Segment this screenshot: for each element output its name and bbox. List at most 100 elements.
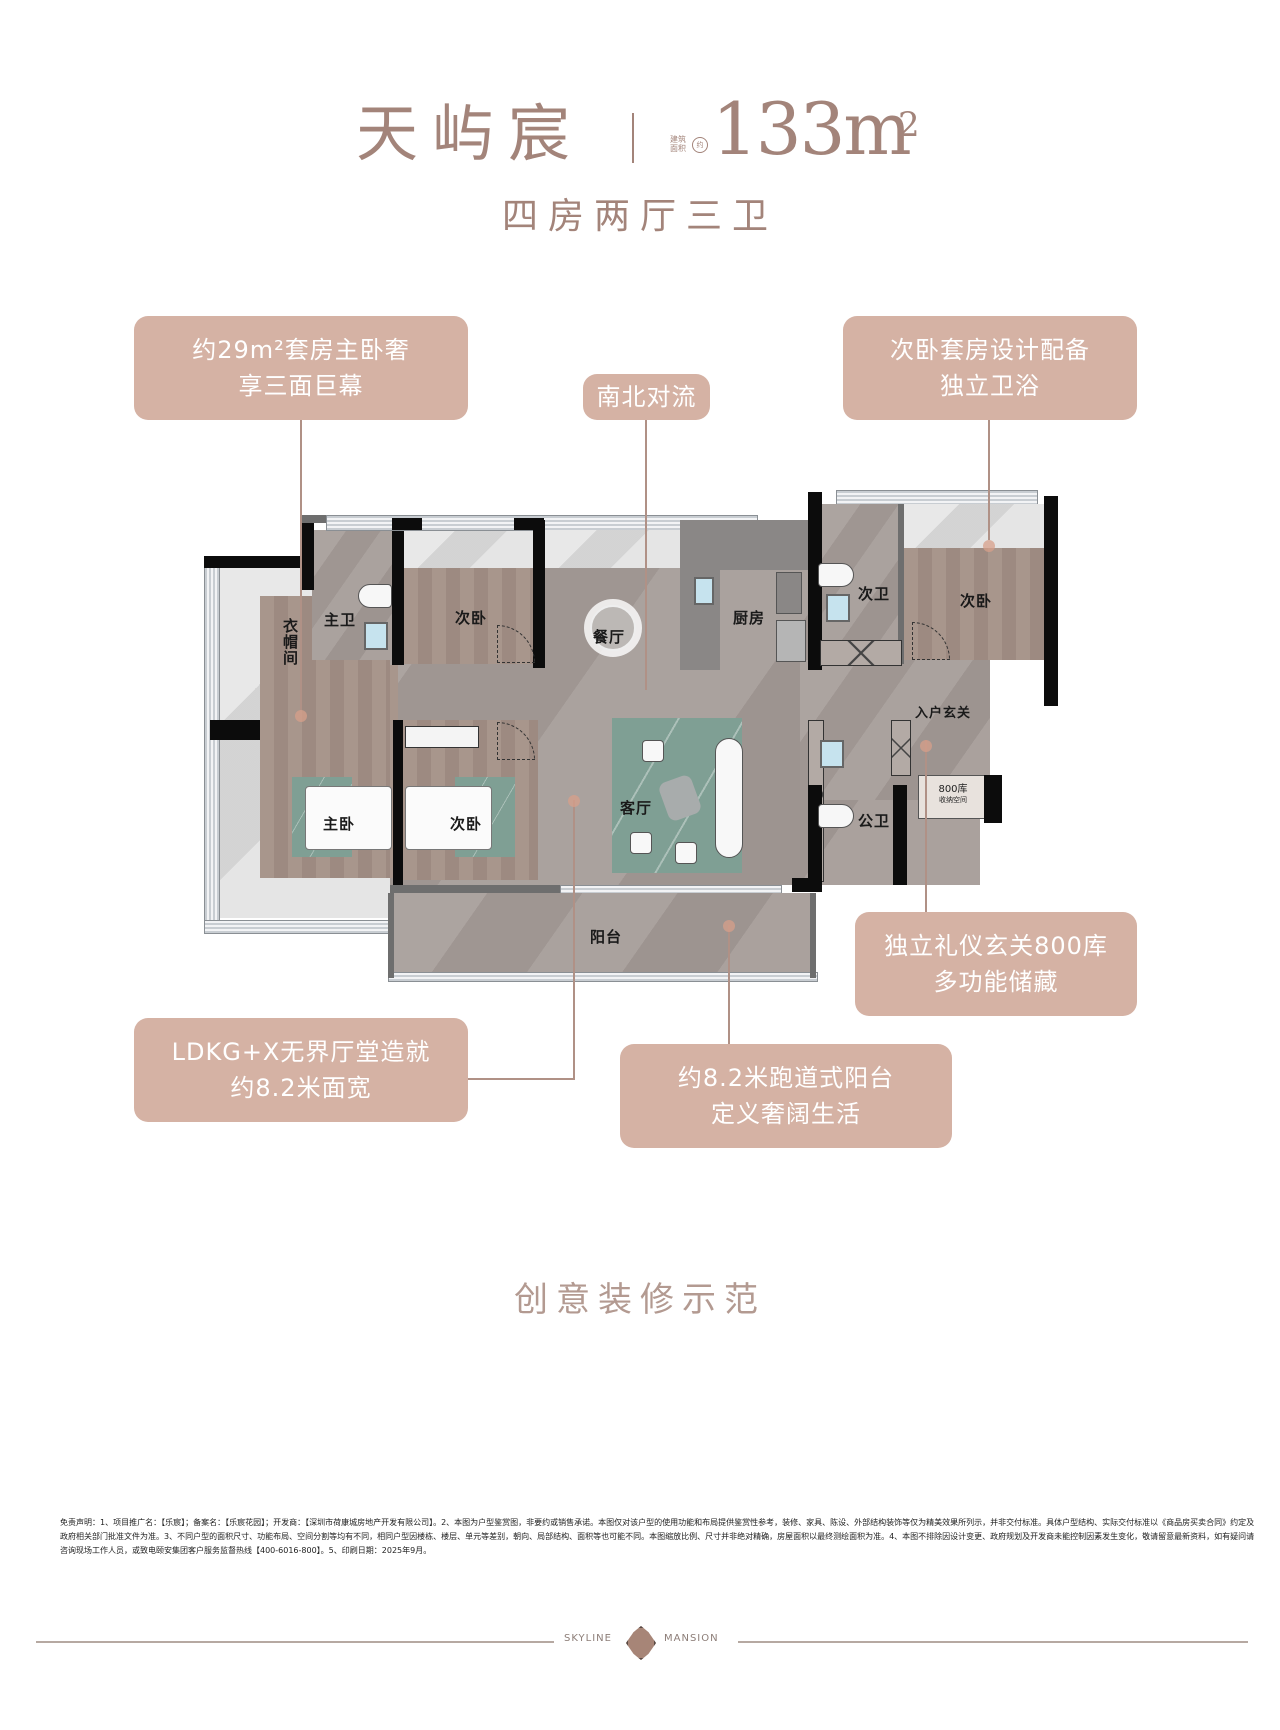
wardrobe-icon xyxy=(820,640,902,666)
leader-line-second-suite xyxy=(988,420,990,540)
wall xyxy=(1044,496,1058,706)
balcony-rail xyxy=(388,972,818,982)
callout-line: 南北对流 xyxy=(596,383,697,411)
callout-foyer-storage: 独立礼仪玄关800库 多功能储藏 xyxy=(855,912,1137,1016)
wall xyxy=(808,785,822,885)
callout-line: 约8.2米面宽 xyxy=(230,1074,372,1102)
brand-left: SKYLINE xyxy=(564,1633,612,1644)
wall xyxy=(392,520,404,665)
wall xyxy=(393,720,403,915)
fridge-icon xyxy=(776,620,806,662)
wall xyxy=(392,518,422,530)
marker-dot xyxy=(983,540,995,552)
marker-dot xyxy=(568,795,580,807)
room-label-master-bath: 主卫 xyxy=(324,611,357,629)
project-name: 天屿宸 xyxy=(356,97,585,170)
storage-800: 800库 收纳空间 xyxy=(918,775,988,819)
west-window xyxy=(204,556,220,933)
dining-table-icon xyxy=(590,605,636,651)
room-label-second-bedroom-suite: 次卧 xyxy=(960,592,993,610)
wall xyxy=(898,504,904,664)
header: 天屿宸 建筑面积 约 133m 2 四房两厅三卫 xyxy=(0,87,1280,245)
room-label-dining: 餐厅 xyxy=(593,628,626,646)
room-label-second-bedroom-north: 次卧 xyxy=(455,609,488,627)
balcony-floor xyxy=(392,893,812,973)
foyer-floor xyxy=(800,660,990,800)
divider xyxy=(36,1641,554,1643)
wall xyxy=(893,785,907,885)
callout-line: 享三面巨幕 xyxy=(238,372,364,400)
room-label-master-bedroom: 主卧 xyxy=(323,815,356,833)
leader-line-living-v xyxy=(573,800,575,1080)
callout-living-hall: LDKG+X无界厅堂造就 约8.2米面宽 xyxy=(134,1018,468,1122)
armchair-icon xyxy=(675,842,697,864)
area-qualifier-badge: 约 xyxy=(692,137,708,153)
marker-dot xyxy=(295,710,307,722)
wall xyxy=(390,885,560,893)
callout-line: 独立礼仪玄关800库 xyxy=(884,932,1108,960)
room-label-living-room: 客厅 xyxy=(620,799,653,817)
callout-cross-ventilation: 南北对流 xyxy=(583,374,710,420)
demo-caption: 创意装修示范 xyxy=(514,1280,766,1320)
north-bedroom-window-zone xyxy=(404,530,539,568)
brand-right: MANSION xyxy=(664,1633,719,1644)
toilet-icon xyxy=(818,804,854,828)
wall xyxy=(810,893,816,978)
callout-line: 约29m²套房主卧奢 xyxy=(192,336,410,364)
callout-line: LDKG+X无界厅堂造就 xyxy=(171,1038,431,1066)
stove-icon xyxy=(776,572,802,614)
leader-line-living-h xyxy=(468,1078,575,1080)
marker-dot xyxy=(723,920,735,932)
sofa-icon xyxy=(715,738,743,858)
sink-icon xyxy=(364,622,388,650)
armchair-icon xyxy=(630,832,652,854)
room-label-second-bedroom-south: 次卧 xyxy=(450,815,483,833)
toilet-icon xyxy=(818,563,854,587)
callout-second-suite: 次卧套房设计配备 独立卫浴 xyxy=(843,316,1137,420)
storage-800-sublabel: 收纳空间 xyxy=(939,796,967,804)
north-bedroom-floor xyxy=(404,568,539,664)
north-dining-window-zone xyxy=(545,530,680,568)
divider xyxy=(738,1641,1248,1643)
callout-balcony: 约8.2米跑道式阳台 定义奢阔生活 xyxy=(620,1044,952,1148)
toilet-icon xyxy=(358,584,392,608)
sink-icon xyxy=(820,740,844,768)
brand-footer: SKYLINE MANSION xyxy=(36,1626,1248,1660)
shoe-cabinet-icon xyxy=(891,720,911,776)
callout-line: 独立卫浴 xyxy=(940,372,1040,400)
wall xyxy=(204,556,304,568)
master-bed-icon xyxy=(305,786,392,850)
armchair-icon xyxy=(642,740,664,762)
leader-line-balcony xyxy=(728,925,730,1045)
second-bed-icon xyxy=(405,786,492,850)
leader-line-foyer xyxy=(925,740,927,940)
callout-line: 次卧套房设计配备 xyxy=(890,336,1090,364)
wall xyxy=(388,893,394,978)
area-label: 建筑面积 xyxy=(670,135,686,153)
room-label-balcony: 阳台 xyxy=(590,928,623,946)
east-bedroom-window-zone xyxy=(904,504,1044,548)
wall xyxy=(210,720,260,740)
wardrobe-icon xyxy=(405,726,479,748)
disclaimer-text: 免责声明：1、项目推广名：【乐宸】；备案名：【乐宸花园】；开发商：【深圳市荷康城… xyxy=(60,1518,1255,1555)
area-unit-superscript: 2 xyxy=(898,105,920,145)
room-label-second-bath: 次卫 xyxy=(858,585,891,603)
layout-subtitle: 四房两厅三卫 xyxy=(501,196,778,237)
marker-dot xyxy=(920,740,932,752)
wall xyxy=(984,775,1002,823)
room-label-walk-in-closet: 衣帽间 xyxy=(281,618,299,666)
title-divider xyxy=(632,113,634,163)
wall xyxy=(533,520,545,668)
wall xyxy=(300,518,314,590)
leader-line-ventilation xyxy=(645,420,647,690)
wall xyxy=(808,492,822,670)
room-label-entrance-foyer: 入户玄关 xyxy=(915,706,972,721)
kitchen-sink-icon xyxy=(694,577,714,605)
callout-master-suite: 约29m²套房主卧奢 享三面巨幕 xyxy=(134,316,468,420)
area-value: 133m xyxy=(712,87,912,171)
sink-icon xyxy=(826,594,850,622)
storage-800-label: 800库 xyxy=(938,784,968,795)
callout-line: 约8.2米跑道式阳台 xyxy=(677,1064,895,1092)
leader-line-master xyxy=(300,420,302,710)
callout-line: 定义奢阔生活 xyxy=(711,1100,861,1128)
